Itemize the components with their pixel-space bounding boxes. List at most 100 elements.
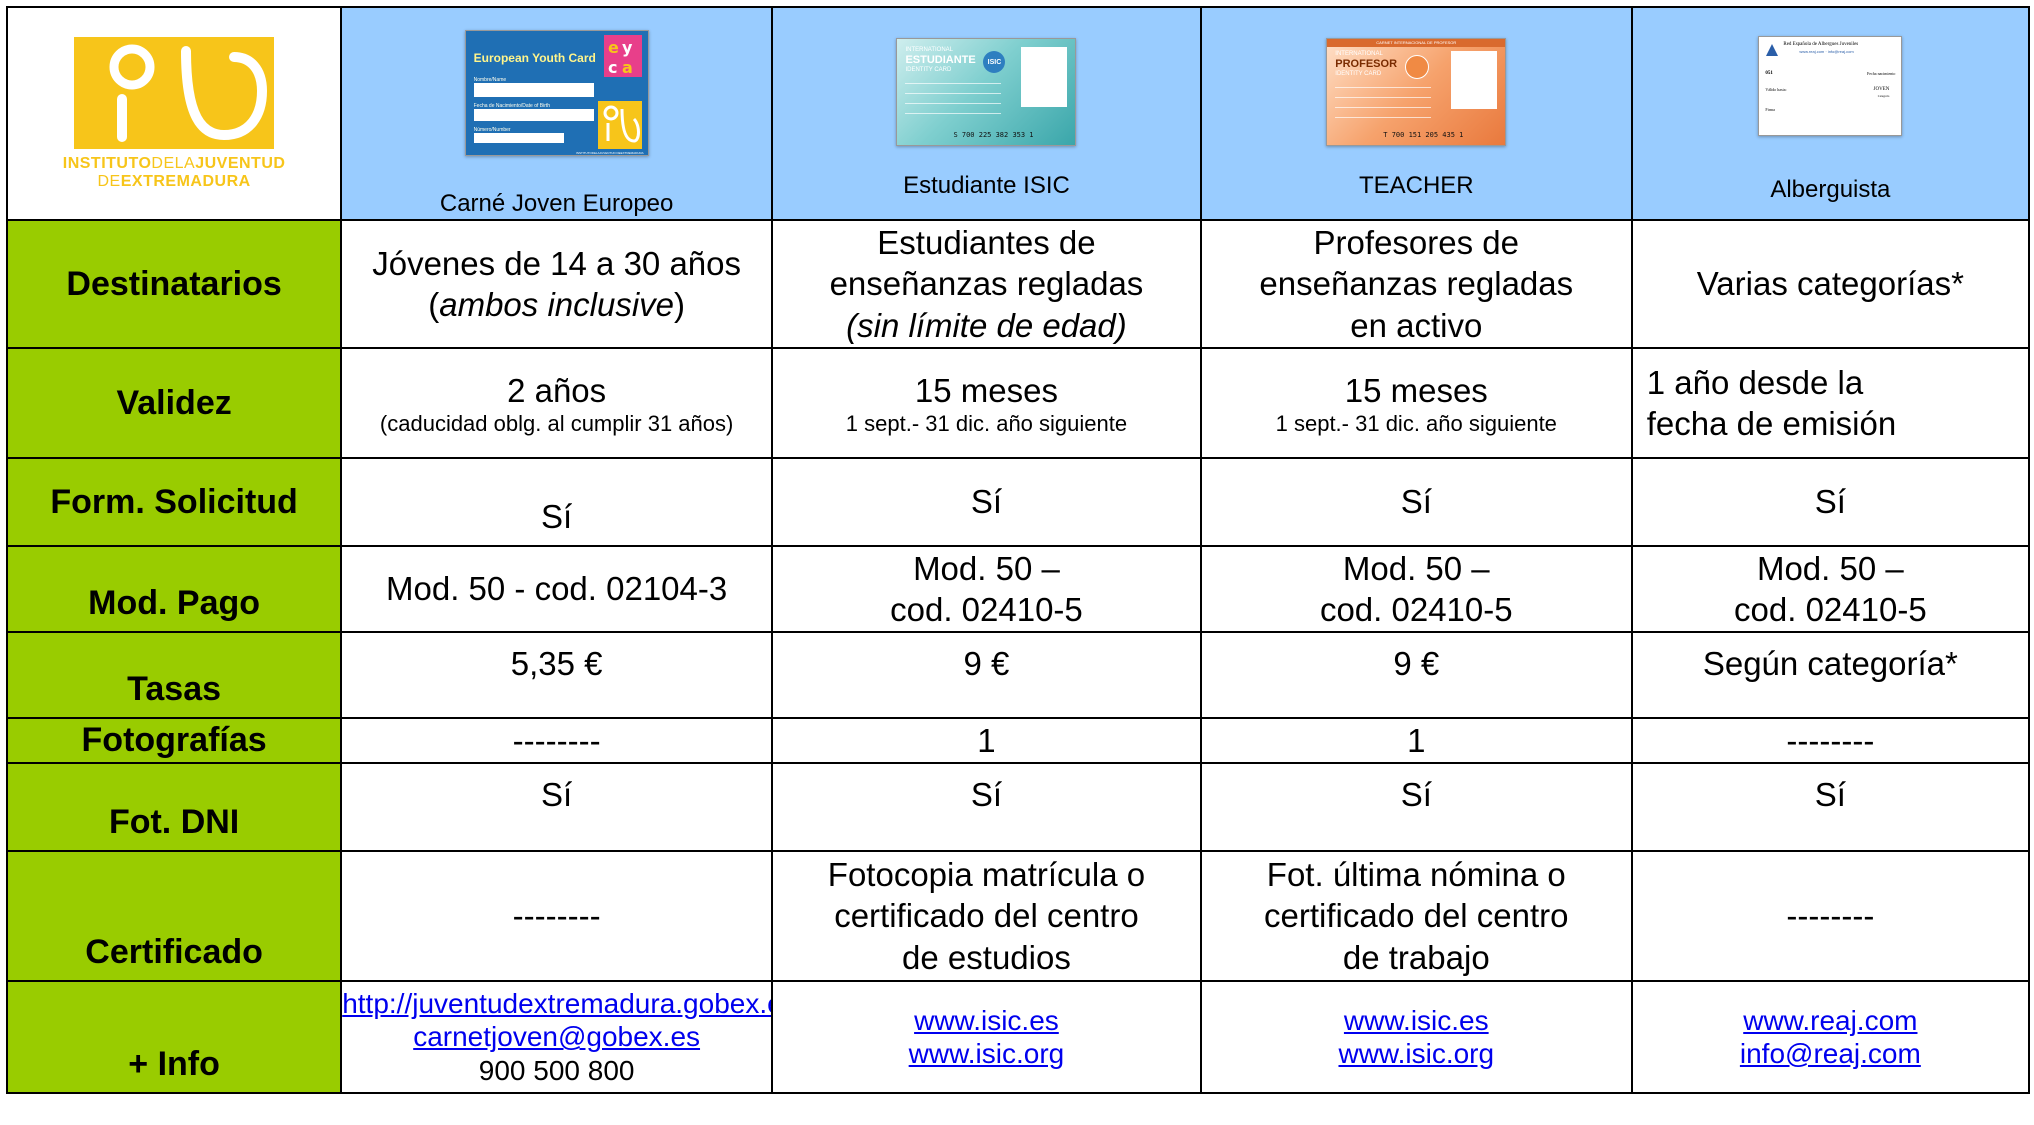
row-validez: Validez 2 años (caducidad oblg. al cumpl… bbox=[5, 347, 2031, 459]
cell-line: de estudios bbox=[902, 938, 1071, 976]
card-footer: INSTITUTODELAJUVENTUD DEEXTREMADURA bbox=[576, 151, 644, 155]
photo-placeholder bbox=[1021, 47, 1068, 107]
cell-info-teacher: www.isic.es www.isic.org bbox=[1199, 980, 1633, 1094]
cell-line: fecha de emisión bbox=[1646, 405, 1897, 442]
card-sub: IDENTITY CARD bbox=[1335, 71, 1382, 77]
logo-text-line2: DEEXTREMADURA bbox=[97, 172, 251, 190]
cell-line: Estudiantes de bbox=[877, 224, 1096, 262]
photo-placeholder bbox=[1451, 51, 1498, 109]
card-sub: IDENTITY CARD bbox=[905, 67, 952, 73]
link-carnetjoven-email[interactable]: carnetjoven@gobex.es bbox=[413, 1021, 701, 1053]
cell-line: (sin límite de edad) bbox=[846, 306, 1127, 344]
row-label-fotografias: Fotografías bbox=[5, 717, 343, 764]
card-line: Fecha de Nacimiento/Date of Birth bbox=[473, 103, 551, 109]
cell-pago-isic: Mod. 50 – cod. 02410-5 bbox=[771, 545, 1202, 633]
card-sub: www.reaj.com · info@reaj.com bbox=[1799, 49, 1854, 54]
cell-solicitud-isic: Sí bbox=[771, 457, 1202, 547]
itic-badge-icon bbox=[1405, 55, 1430, 79]
cell-line: (ambos inclusive) bbox=[428, 286, 686, 323]
card-small: INTERNATIONAL bbox=[905, 47, 954, 53]
cell-pago-teacher: Mod. 50 – cod. 02410-5 bbox=[1199, 545, 1633, 633]
cell-fotografias-teacher: 1 bbox=[1199, 717, 1633, 764]
row-solicitud: Form. Solicitud Sí Sí Sí Sí bbox=[5, 457, 2031, 547]
reaj-logo-icon bbox=[1766, 44, 1779, 56]
cell-pago-carne-joven: Mod. 50 - cod. 02104-3 bbox=[340, 545, 774, 633]
card-mini-logo-icon bbox=[597, 101, 642, 149]
link-isic-es[interactable]: www.isic.es bbox=[914, 1004, 1059, 1036]
reaj-card-image: Red Española de Albergues Juveniles www.… bbox=[1758, 36, 1903, 136]
cell-dni-isic: Sí bbox=[771, 762, 1202, 852]
cell-line: de trabajo bbox=[1342, 938, 1490, 976]
cell-line: certificado del centro bbox=[1264, 897, 1569, 935]
header-carne-joven: European Youth Card e y c a Nombre/Name … bbox=[340, 6, 774, 221]
cell-solicitud-carne-joven: Sí bbox=[340, 457, 774, 547]
caption-carne-joven: Carné Joven Europeo bbox=[439, 190, 674, 217]
phone-number: 900 500 800 bbox=[478, 1054, 635, 1086]
cell-line: 1 año desde la bbox=[1646, 363, 1864, 401]
cell-validez-carne-joven: 2 años (caducidad oblg. al cumplir 31 añ… bbox=[340, 347, 774, 459]
cell-destinatarios-alberguista: Varias categorías* bbox=[1630, 219, 2031, 349]
cell-line: certificado del centro bbox=[834, 897, 1139, 935]
link-reaj-email[interactable]: info@reaj.com bbox=[1739, 1038, 1921, 1069]
cell-dni-alberguista: Sí bbox=[1630, 762, 2031, 852]
link-reaj-com[interactable]: www.reaj.com bbox=[1743, 1004, 1918, 1036]
ije-logo-icon bbox=[74, 36, 275, 149]
european-youth-card-image: European Youth Card e y c a Nombre/Name … bbox=[464, 30, 649, 156]
svg-text:c: c bbox=[608, 58, 617, 77]
row-label-pago: Mod. Pago bbox=[5, 545, 343, 633]
cell-certificado-carne-joven: -------- bbox=[340, 850, 774, 982]
cell-destinatarios-carne-joven: Jóvenes de 14 a 30 años (ambos inclusive… bbox=[340, 219, 774, 349]
card-field bbox=[473, 109, 594, 121]
svg-text:e: e bbox=[608, 38, 619, 57]
link-isic-org[interactable]: www.isic.org bbox=[908, 1038, 1065, 1069]
row-dni: Fot. DNI Sí Sí Sí Sí bbox=[5, 762, 2031, 852]
link-juventud-extremadura[interactable]: http://juventudextremadura.gobex.es bbox=[342, 988, 773, 1020]
cell-line: enseñanzas regladas bbox=[1259, 265, 1574, 303]
card-line: Categoría bbox=[1877, 94, 1890, 98]
cell-line: Fotocopia matrícula o bbox=[827, 856, 1146, 894]
cell-line: Jóvenes de 14 a 30 años bbox=[372, 244, 742, 282]
svg-text:a: a bbox=[622, 58, 633, 77]
cell-fotografias-alberguista: -------- bbox=[1630, 717, 2031, 764]
card-line: Fecha nacimiento bbox=[1867, 71, 1896, 76]
logo-text-line1: INSTITUTODELAJUVENTUD bbox=[62, 154, 286, 172]
cell-solicitud-alberguista: Sí bbox=[1630, 457, 2031, 547]
card-title: PROFESOR bbox=[1335, 58, 1398, 70]
cell-line: Mod. 50 – bbox=[1756, 549, 1904, 587]
cell-certificado-alberguista: -------- bbox=[1630, 850, 2031, 982]
cell-line: en activo bbox=[1350, 306, 1483, 344]
row-info: + Info http://juventudextremadura.gobex.… bbox=[5, 980, 2031, 1094]
svg-text:y: y bbox=[622, 38, 633, 57]
isic-badge-icon: ISIC bbox=[983, 51, 1006, 73]
cell-line: cod. 02410-5 bbox=[1319, 591, 1513, 628]
cell-dni-carne-joven: Sí bbox=[340, 762, 774, 852]
header-isic: INTERNATIONAL ESTUDIANTE IDENTITY CARD I… bbox=[771, 6, 1202, 221]
link-isic-es[interactable]: www.isic.es bbox=[1343, 1004, 1489, 1036]
cell-validez-isic: 15 meses 1 sept.- 31 dic. año siguiente bbox=[771, 347, 1202, 459]
row-label-validez: Validez bbox=[5, 347, 343, 459]
row-destinatarios: Destinatarios Jóvenes de 14 a 30 años (a… bbox=[5, 219, 2031, 349]
card-field bbox=[473, 83, 594, 97]
row-label-dni: Fot. DNI bbox=[5, 762, 343, 852]
cell-validez-alberguista: 1 año desde la fecha de emisión bbox=[1630, 347, 2031, 459]
cell-certificado-isic: Fotocopia matrícula o certificado del ce… bbox=[771, 850, 1202, 982]
cell-line: cod. 02410-5 bbox=[890, 591, 1083, 628]
cell-tasas-alberguista: Según categoría* bbox=[1630, 631, 2031, 719]
header-teacher: CARNET INTERNACIONAL DE PROFESOR INTERNA… bbox=[1199, 6, 1633, 221]
row-label-tasas: Tasas bbox=[5, 631, 343, 719]
itic-card-image: CARNET INTERNACIONAL DE PROFESOR INTERNA… bbox=[1326, 38, 1507, 146]
link-isic-org[interactable]: www.isic.org bbox=[1338, 1038, 1495, 1069]
row-label-destinatarios: Destinatarios bbox=[5, 219, 343, 349]
card-field bbox=[473, 133, 564, 143]
row-tasas: Tasas 5,35 € 9 € 9 € Según categoría* bbox=[5, 631, 2031, 719]
caption-alberguista: Alberguista bbox=[1770, 176, 1891, 203]
row-certificado: Certificado -------- Fotocopia matrícula… bbox=[5, 850, 2031, 982]
row-label-solicitud: Form. Solicitud bbox=[5, 457, 343, 547]
card-code: S 700 225 382 353 1 bbox=[953, 131, 1034, 139]
cell-info-isic: www.isic.es www.isic.org bbox=[771, 980, 1202, 1094]
cell-pago-alberguista: Mod. 50 – cod. 02410-5 bbox=[1630, 545, 2031, 633]
cell-info-carne-joven: http://juventudextremadura.gobex.es carn… bbox=[340, 980, 774, 1094]
logo-cell: INSTITUTODELAJUVENTUD DEEXTREMADURA bbox=[5, 6, 343, 221]
cell-solicitud-teacher: Sí bbox=[1199, 457, 1633, 547]
card-line: Válido hasta: bbox=[1765, 87, 1787, 92]
